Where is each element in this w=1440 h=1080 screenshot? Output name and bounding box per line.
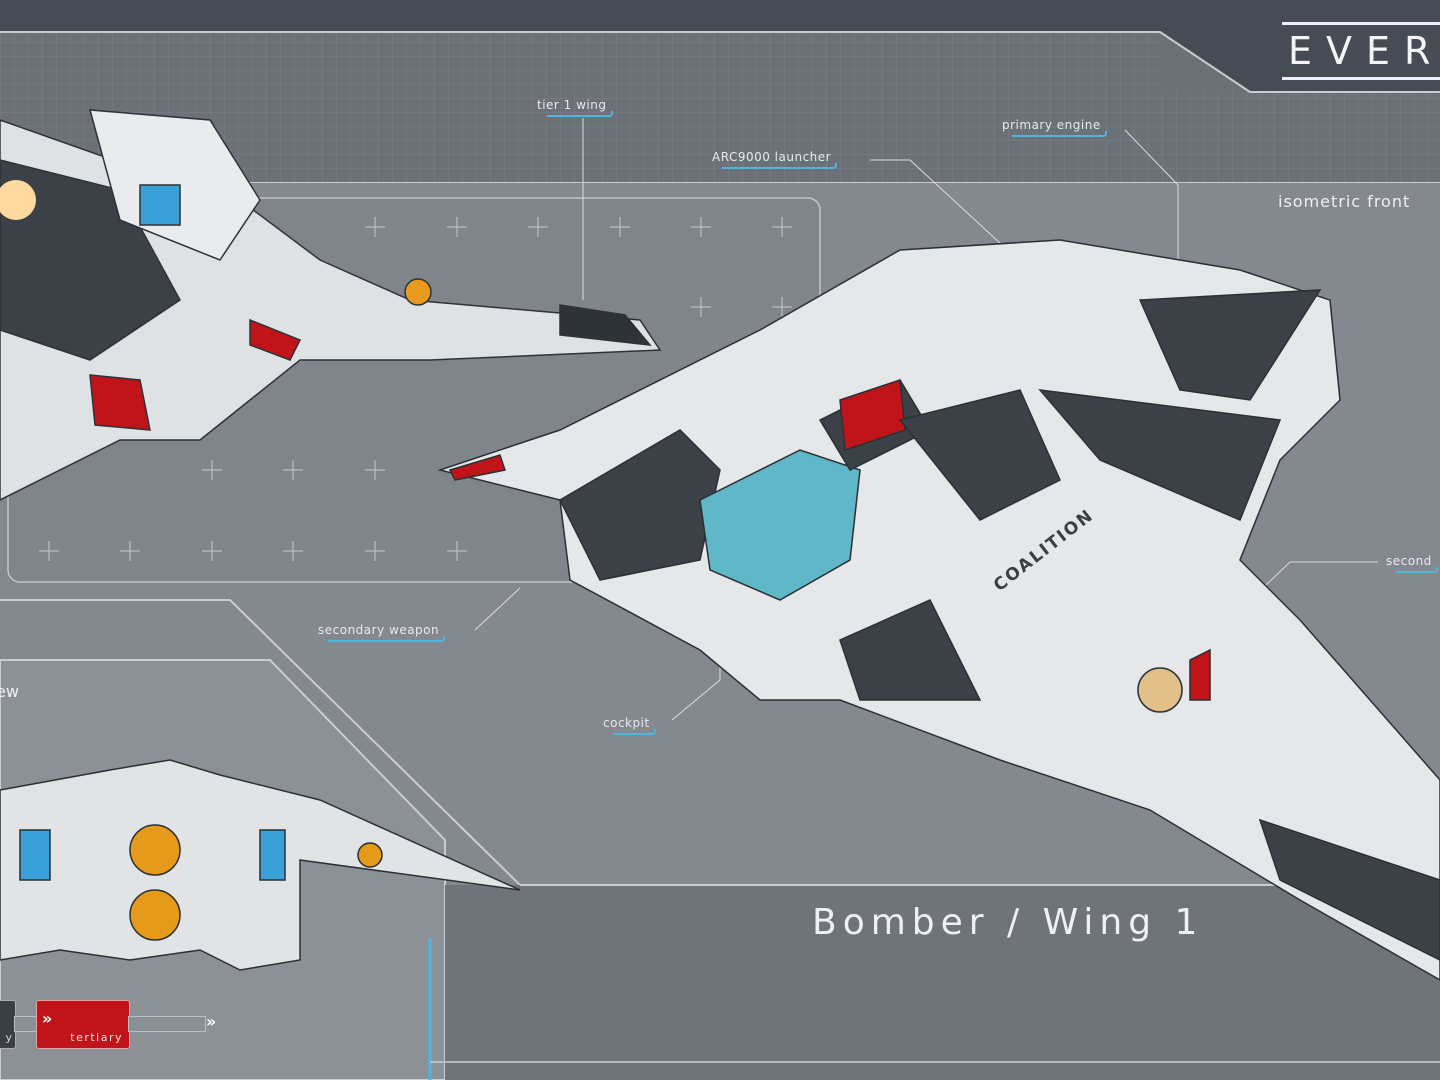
ship-isometric-view: [437, 239, 1440, 981]
callout-secondary-weapon: secondary weapon: [318, 623, 446, 642]
evers-logo: EVERS: [1282, 22, 1440, 80]
crosshair-grid: [39, 217, 792, 561]
callout-text: second: [1386, 554, 1432, 568]
slot-label: y: [5, 1031, 12, 1044]
callout-text: ARC9000 launcher: [712, 150, 832, 164]
slot-track: [14, 1016, 38, 1032]
callout-secondary-partial: second: [1386, 554, 1438, 573]
ship-title: Bomber / Wing 1: [812, 902, 1204, 943]
callout-arc-launcher: ARC9000 launcher: [712, 150, 838, 169]
slot-track: [128, 1016, 206, 1032]
callout-tier1-wing: tier 1 wing: [537, 98, 613, 117]
weapon-slot-tertiary: » tertiary: [36, 1000, 130, 1049]
callout-text: secondary weapon: [318, 623, 440, 637]
chevron-icon: »: [42, 1009, 53, 1028]
slot-label: tertiary: [70, 1031, 123, 1044]
chevron-icon: »: [206, 1012, 217, 1031]
callout-text: primary engine: [1002, 118, 1101, 132]
ship-rear-view: [0, 759, 521, 971]
isometric-front-label: isometric front: [1278, 192, 1411, 211]
ship-top-view: [0, 109, 662, 501]
callout-text: tier 1 wing: [537, 98, 607, 112]
callout-text: cockpit: [603, 716, 650, 730]
callout-cockpit: cockpit: [603, 716, 656, 735]
callout-primary-engine: primary engine: [1002, 118, 1107, 137]
view-label-partial: ew: [0, 682, 19, 701]
